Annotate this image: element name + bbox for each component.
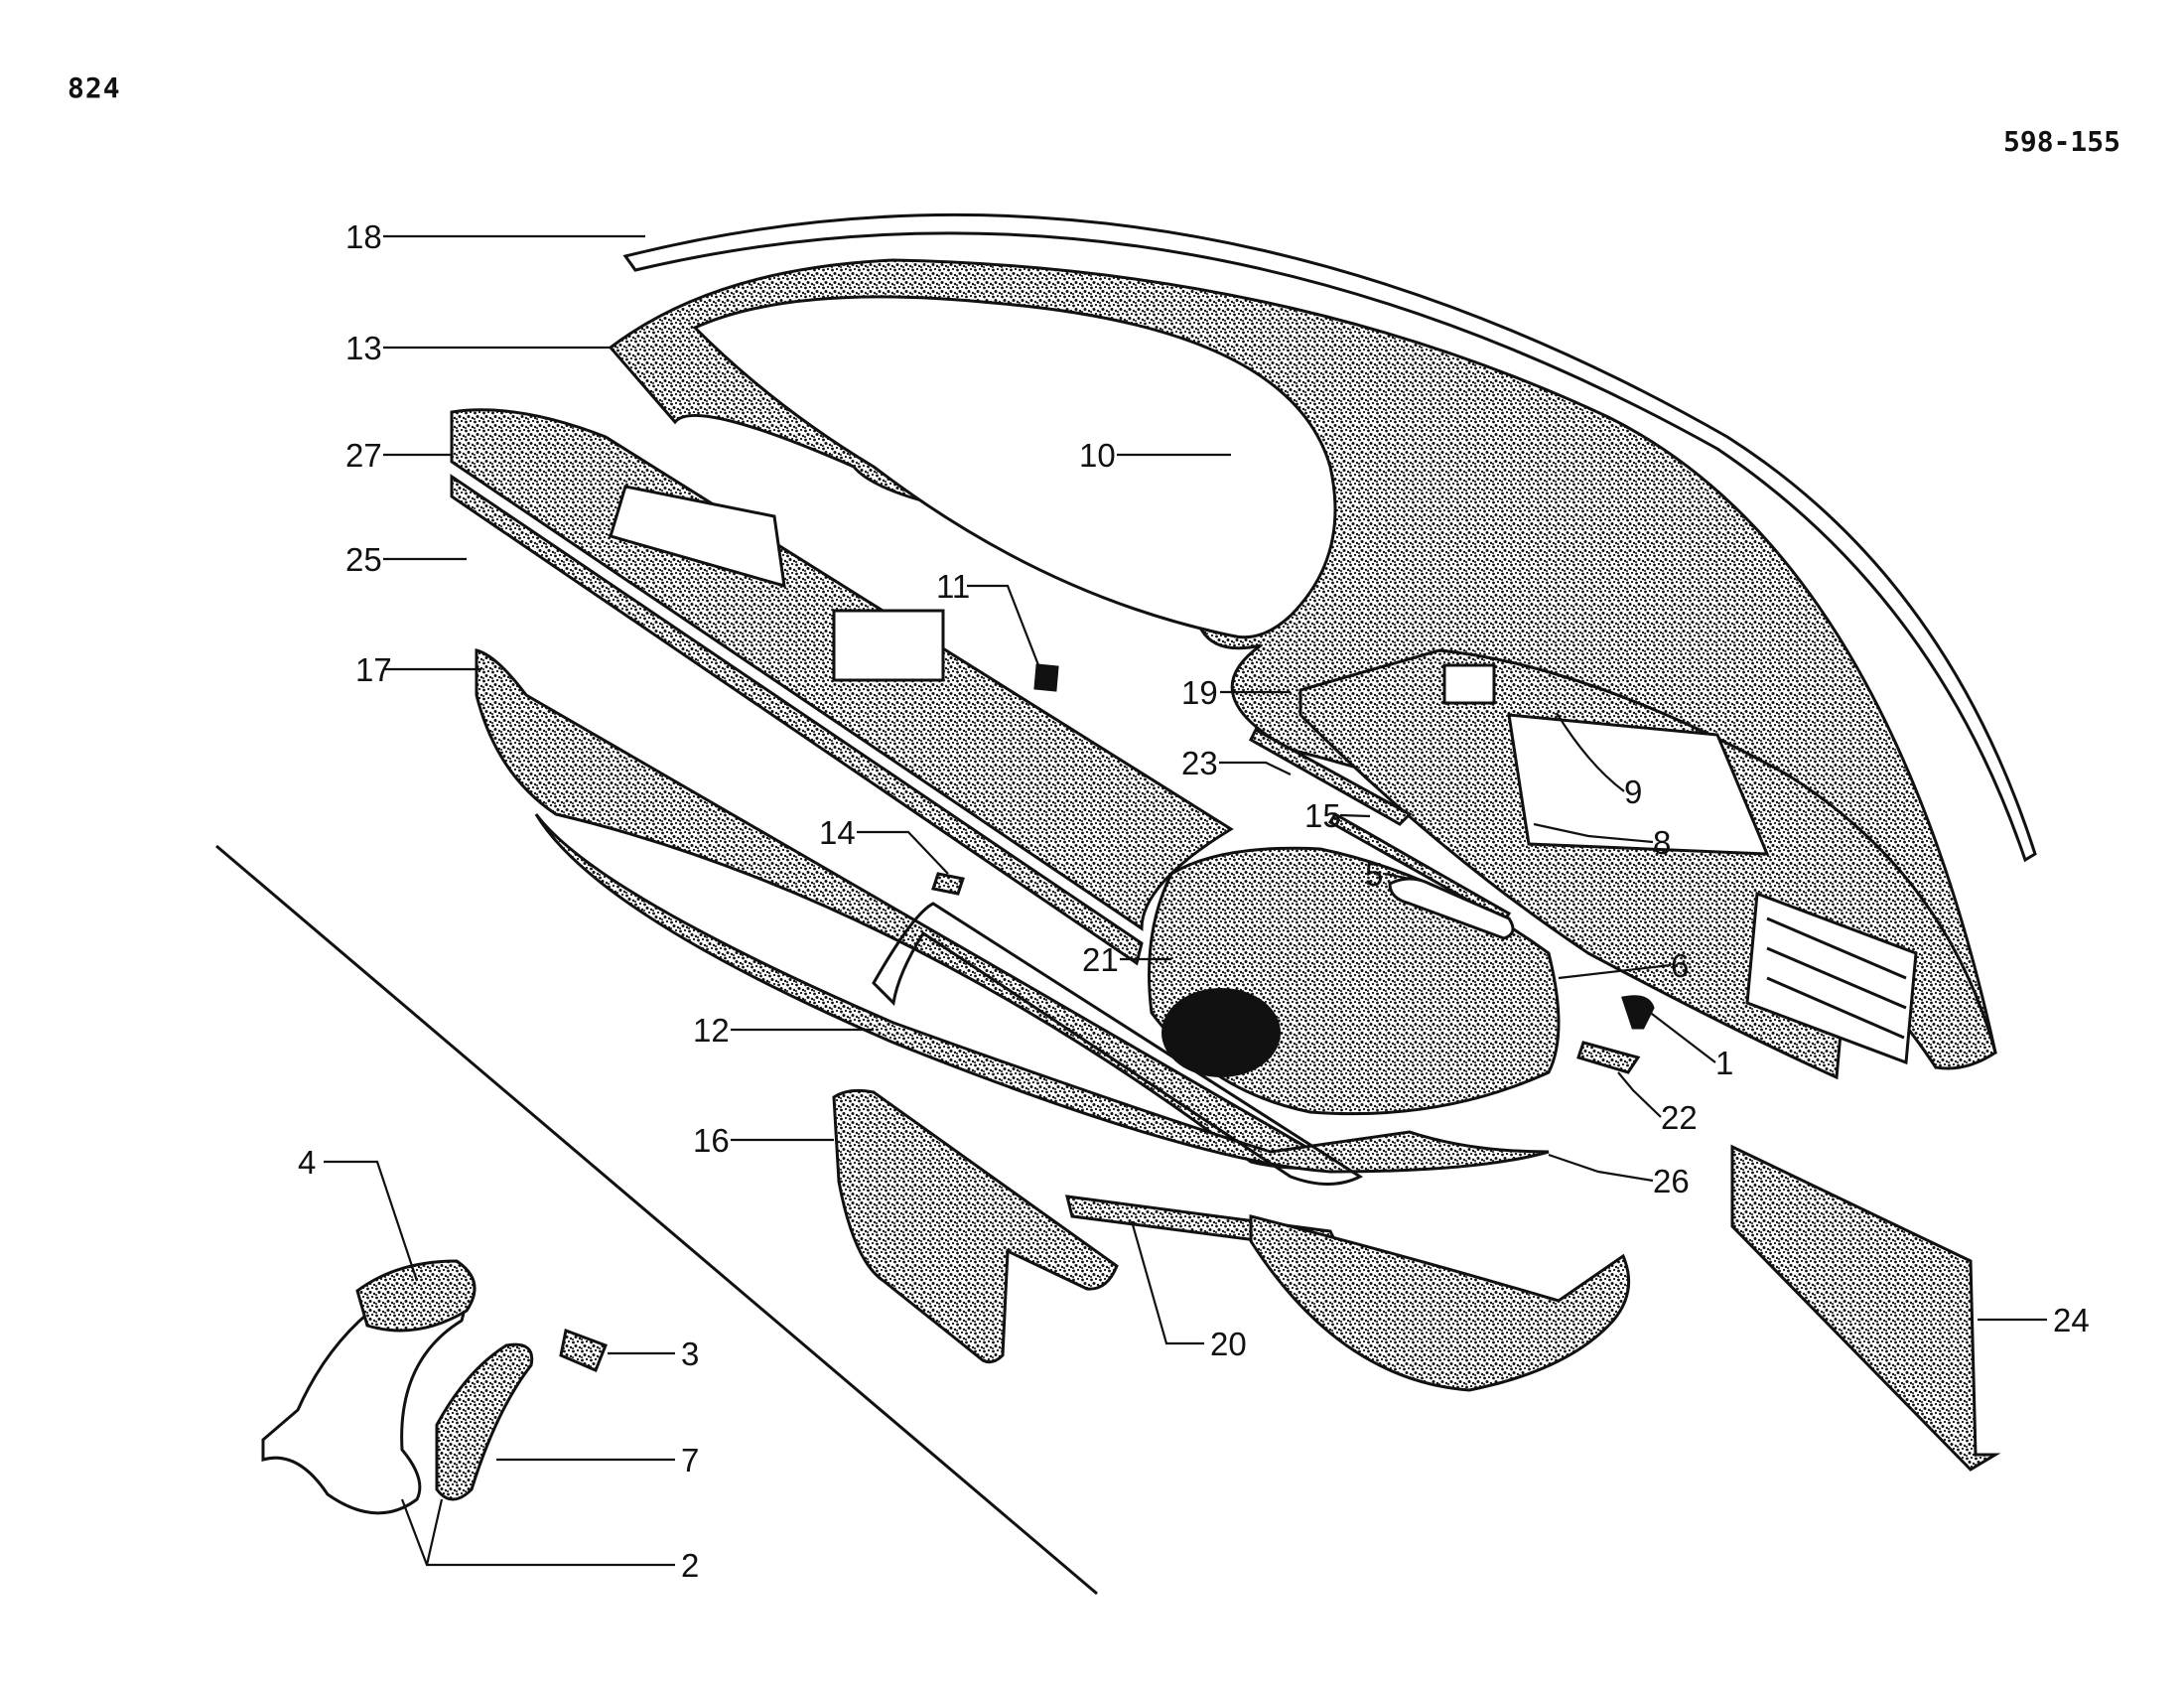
callout-15: 15 <box>1304 797 1341 834</box>
callout-19: 19 <box>1181 674 1218 711</box>
callout-22: 22 <box>1661 1099 1698 1136</box>
callout-13: 13 <box>345 330 382 366</box>
part-7-pad <box>435 1342 534 1501</box>
callout-16: 16 <box>693 1122 730 1159</box>
part-12-bracket <box>872 902 1364 1186</box>
callout-7: 7 <box>681 1442 699 1478</box>
callout-11: 11 <box>936 568 970 605</box>
callout-17: 17 <box>355 651 392 688</box>
part-20-lower-fairing <box>1249 1214 1631 1392</box>
part-19-switch-opening <box>1442 663 1496 705</box>
part-27-window <box>609 485 786 589</box>
callout-26: 26 <box>1653 1163 1690 1199</box>
callout-3: 3 <box>681 1336 699 1372</box>
part-21-column-hole <box>1161 988 1281 1077</box>
separator-line <box>215 844 1098 1596</box>
page-number: 824 <box>68 71 121 104</box>
leader-lines <box>324 234 2047 1567</box>
callout-8: 8 <box>1653 824 1671 861</box>
part-5-frame <box>1388 877 1515 940</box>
callout-18: 18 <box>345 218 382 255</box>
part-18-top-trim <box>622 212 2037 863</box>
callout-6: 6 <box>1671 947 1689 984</box>
callout-labels: 18 13 27 10 25 11 17 19 23 9 15 8 14 5 2… <box>298 218 2090 1584</box>
part-11-switch <box>1033 663 1059 692</box>
part-14-clip <box>931 872 965 896</box>
callout-12: 12 <box>693 1012 730 1049</box>
part-1-screw <box>1621 995 1655 1030</box>
vent-slats <box>1766 916 1907 1040</box>
callout-23: 23 <box>1181 745 1218 781</box>
callout-2: 2 <box>681 1547 699 1584</box>
callout-14: 14 <box>819 814 856 851</box>
part-25-housing-lower <box>450 474 1144 966</box>
part-16-plate <box>832 1088 1119 1364</box>
part-24-side-panel <box>1730 1144 2001 1472</box>
callout-25: 25 <box>345 541 382 578</box>
callout-27: 27 <box>345 437 382 474</box>
callout-9: 9 <box>1624 774 1642 810</box>
figure-number: 598-155 <box>2003 125 2121 158</box>
part-13-gauge-opening <box>692 295 1337 639</box>
callout-4: 4 <box>298 1144 316 1181</box>
part-8-panel-opening <box>1507 713 1770 856</box>
part-26-lower-valance <box>534 813 1550 1174</box>
callout-5: 5 <box>1365 856 1383 893</box>
callout-20: 20 <box>1210 1326 1247 1362</box>
part-23-trim <box>1249 727 1413 826</box>
part-17-lower-panel <box>475 648 1345 1171</box>
callout-1: 1 <box>1715 1045 1733 1081</box>
callout-24: 24 <box>2053 1302 2090 1338</box>
part-3-clip <box>559 1328 608 1372</box>
vent-grille <box>1745 891 1918 1065</box>
callout-10: 10 <box>1079 437 1116 474</box>
callout-21: 21 <box>1082 941 1119 978</box>
part-27-switch-window <box>832 609 945 682</box>
part-22-plate <box>1576 1041 1641 1074</box>
part-4-cap <box>355 1259 477 1333</box>
